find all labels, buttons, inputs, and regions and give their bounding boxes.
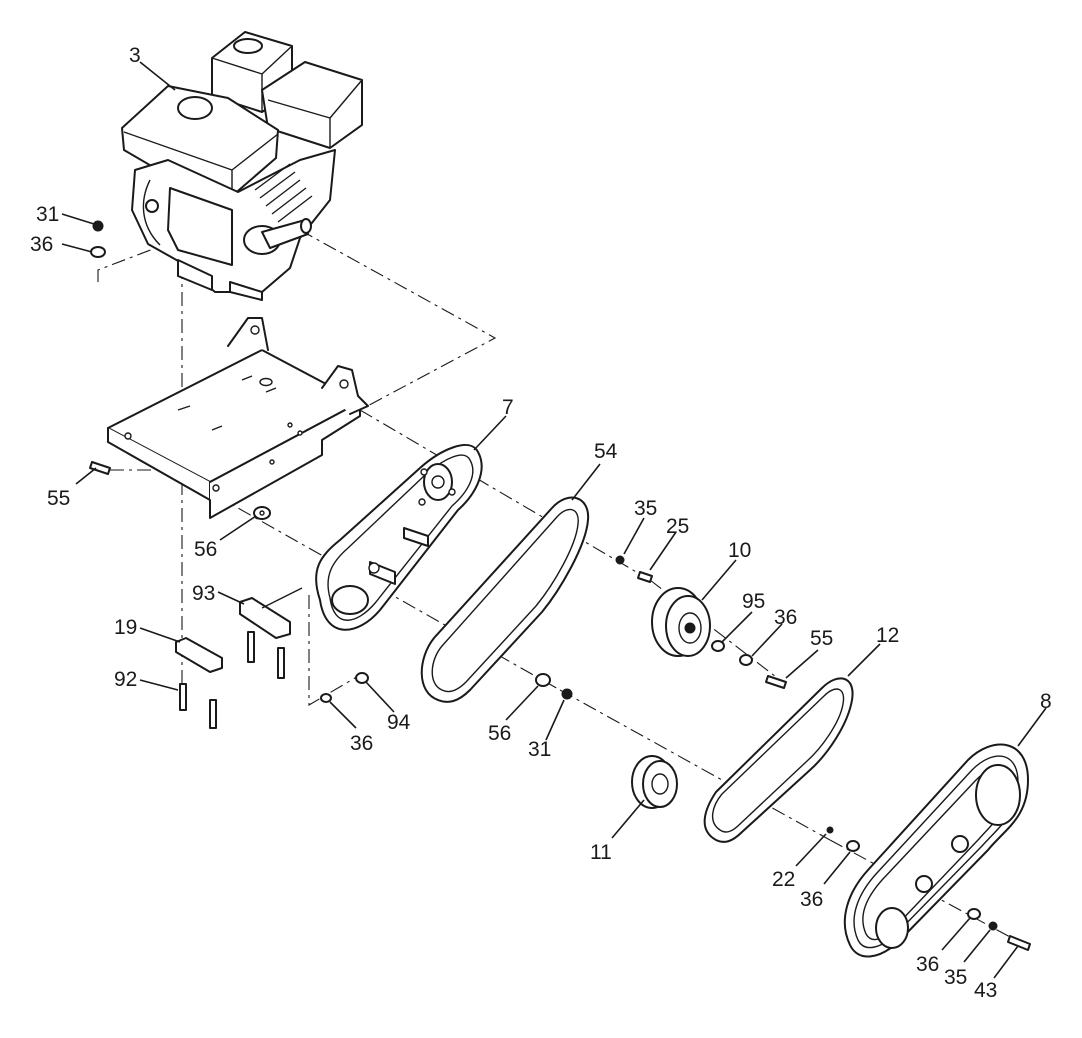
callout-36: 36	[774, 606, 797, 629]
pulley-11	[631, 755, 678, 809]
callout-3: 3	[129, 44, 141, 67]
callout-35: 35	[944, 966, 967, 989]
callout-7: 7	[502, 396, 514, 419]
callout-43: 43	[974, 979, 997, 1002]
callout-56: 56	[488, 722, 511, 745]
belt-54	[420, 496, 590, 703]
callout-31: 31	[528, 738, 551, 761]
callout-36: 36	[30, 233, 53, 256]
leader-lines	[61, 61, 1047, 979]
callout-22: 22	[772, 868, 795, 891]
callout-55: 55	[47, 487, 70, 510]
engine-mount-plate	[107, 317, 369, 519]
callout-36: 36	[350, 732, 373, 755]
hardware	[89, 220, 1031, 951]
callout-36: 36	[916, 953, 939, 976]
callout-19: 19	[114, 616, 137, 639]
callout-10: 10	[728, 539, 751, 562]
callout-31: 31	[36, 203, 59, 226]
callout-94: 94	[387, 711, 411, 734]
callout-36: 36	[800, 888, 823, 911]
callout-8: 8	[1040, 690, 1052, 713]
inner-belt-guard	[315, 444, 483, 631]
callout-54: 54	[594, 440, 618, 463]
callout-25: 25	[666, 515, 689, 538]
pulley-10	[651, 587, 711, 657]
callout-35: 35	[634, 497, 657, 520]
callouts: 3 31 36 55 56 7 54 35 25 10 95 36 55 12 …	[30, 44, 1052, 1002]
callout-93: 93	[192, 582, 215, 605]
callout-56: 56	[194, 538, 217, 561]
callout-95: 95	[742, 590, 765, 613]
outer-belt-guard	[843, 743, 1029, 958]
callout-11: 11	[590, 841, 612, 864]
engine	[121, 31, 363, 301]
belt-12	[703, 677, 854, 843]
callout-12: 12	[876, 624, 899, 647]
callout-55: 55	[810, 627, 833, 650]
callout-92: 92	[114, 668, 137, 691]
